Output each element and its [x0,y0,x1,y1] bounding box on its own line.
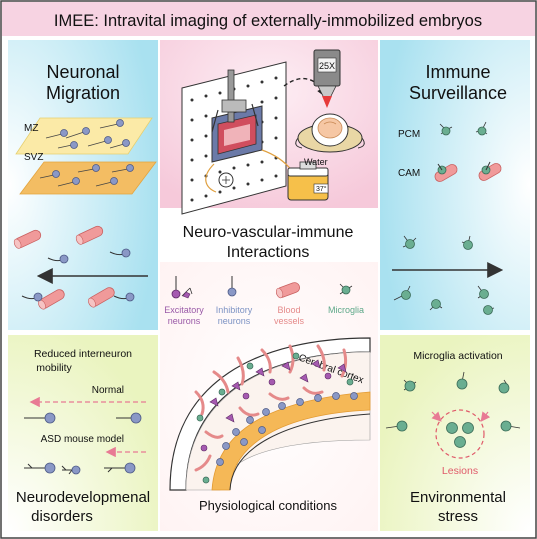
activated-microglia [385,371,521,432]
pcm-label: PCM [398,129,420,140]
legend [171,276,353,299]
center-title-2: Interactions [227,244,310,261]
physiological-title: Physiological conditions [199,498,338,513]
legend-inhibitory-2: neurons [218,316,251,326]
neurodev-note-2: mobility [36,362,72,374]
temp-label: 37° [316,185,327,193]
cortex-microglia [196,352,354,484]
neurodev-title-2: disorders [31,508,93,525]
environmental-title-1: Environmental [410,489,506,506]
lesion-arrow-left [431,411,442,422]
bottom-left-panel-bg [8,335,158,531]
neurodev-title-1: Neurodevelopmenal [16,489,150,506]
cortex-inhibitory-neurons [216,392,358,466]
legend-excitatory-2: neurons [168,316,201,326]
svz-neurons [39,164,134,187]
environmental-title-2: stress [438,508,478,525]
cortex-vessels [194,344,348,472]
objective-label: 25X [319,61,335,71]
objective-lens [313,49,341,108]
header-title: IMEE: Intravital imaging of externally-i… [54,12,482,30]
center-title-1: Neuro-vascular-immune [183,224,354,241]
right-microglia-group [393,235,495,315]
neuronal-migration-title-2: Migration [46,83,120,103]
normal-label: Normal [92,385,124,396]
legend-blood-1: Blood [277,305,300,315]
embryo-dish [295,113,365,153]
mz-layer [15,117,153,155]
imaging-stage [181,61,287,215]
neurodev-note-1: Reduced interneuron [34,348,132,360]
right-panel-bg [380,40,530,330]
header-band [2,2,535,36]
zoom-arrow [283,77,328,99]
cam-microglia [434,161,502,182]
legend-microglia-icon [339,283,353,295]
svz-label: SVZ [24,152,43,163]
mz-neurons [45,119,130,149]
immune-surveillance-title-2: Surveillance [409,83,507,103]
left-vessel-group [13,225,135,310]
heater-icon [218,172,234,188]
lesion-circle [435,409,485,459]
neuronal-migration-title-1: Neuronal [46,62,119,82]
legend-microglia: Microglia [328,305,364,315]
immune-surveillance-title-1: Immune [425,62,490,82]
water-label: Water [304,157,328,167]
legend-excitatory-1: Excitatory [164,305,204,315]
asd-neurons [24,462,136,475]
legend-excitatory-icon [171,276,193,299]
tubing-left [205,163,217,193]
normal-neurons [24,412,142,424]
pcm-microglia [439,121,488,136]
lesion-microglia [446,422,474,448]
cortex-excitatory-neurons [200,359,347,452]
cam-label: CAM [398,168,420,179]
mz-label: MZ [24,123,38,134]
water-bath [287,161,329,201]
microglia-activation-label: Microglia activation [413,350,502,362]
legend-inhibitory-icon [227,276,237,297]
lesion-arrow-right [480,411,491,422]
lesions-label: Lesions [442,465,478,477]
legend-blood-icon [275,282,300,299]
legend-blood-2: vessels [274,316,305,326]
asd-label: ASD mouse model [41,434,124,445]
legend-inhibitory-1: Inhibitory [216,305,253,315]
